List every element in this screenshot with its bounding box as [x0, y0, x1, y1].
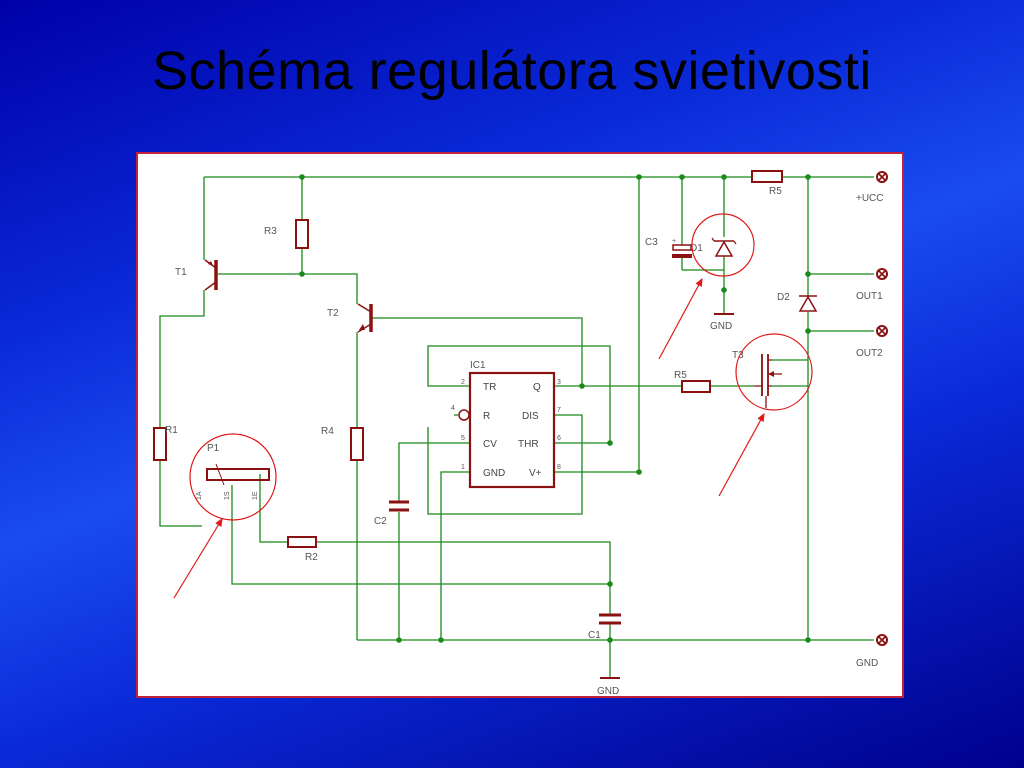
r3-label: R3	[264, 226, 277, 237]
ic1-pinnum-8: 8	[557, 464, 561, 471]
ic1-pin-dis: DIS	[522, 411, 539, 422]
resistor-r5-top: R5	[751, 170, 783, 197]
out2-label: OUT2	[856, 348, 883, 359]
resistor-r2: R2	[287, 536, 318, 563]
c3-polarity: +	[672, 238, 676, 245]
t1-label: T1	[175, 267, 187, 278]
resistor-r5-mid: R5	[674, 370, 711, 393]
ic1-pinnum-1: 1	[461, 464, 465, 471]
highlight-circle-d1	[691, 213, 755, 277]
wires	[159, 176, 874, 678]
p1-label: P1	[207, 443, 220, 454]
ic1-pin-q: Q	[533, 382, 541, 393]
ic1-reset-bubble	[458, 409, 470, 421]
ic1-pin-gnd: GND	[483, 468, 505, 479]
ic1-pinnum-5: 5	[461, 435, 465, 442]
ic1-pinnum-6: 6	[557, 435, 561, 442]
ic1-pin-vplus: V+	[529, 468, 542, 479]
terminal-gnd: GND	[856, 634, 888, 669]
capacitor-c2: C2	[374, 500, 409, 527]
r4-label: R4	[321, 426, 334, 437]
capacitor-c1: C1	[588, 613, 621, 641]
terminal-out2: OUT2	[856, 325, 888, 359]
ic1-pin-thr: THR	[518, 439, 539, 450]
slide-title: Schéma regulátora svietivosti	[152, 41, 872, 101]
junction-dots	[299, 174, 811, 643]
arrow-to-t3	[718, 412, 765, 497]
resistor-r1: R1	[153, 425, 178, 461]
c1-label: C1	[588, 630, 601, 641]
annotations	[173, 213, 813, 599]
p1-pin-1s: 1S	[224, 491, 231, 500]
gnd-terminal-label: GND	[856, 658, 878, 669]
transistor-t1: T1	[175, 259, 218, 291]
ic1-pinnum-4: 4	[451, 405, 455, 412]
r1-label: R1	[165, 425, 178, 436]
ic1-pin-tr: TR	[483, 382, 496, 393]
r2-label: R2	[305, 552, 318, 563]
terminal-vcc: +UCC	[856, 171, 888, 204]
resistor-r3: R3	[264, 219, 309, 249]
potentiometer-p1: P1 1A 1S 1E	[196, 443, 270, 500]
d1-label: D1	[690, 243, 703, 254]
vcc-label: +UCC	[856, 193, 884, 204]
arrow-to-p1	[173, 517, 223, 599]
ic1-timer: IC1 TR R CV GND Q DIS THR V+ 2 4 5 1 3 7…	[451, 360, 561, 489]
ground-c1: GND	[597, 677, 620, 696]
c1-gnd-label: GND	[597, 686, 619, 696]
diode-d1: D1	[690, 237, 737, 257]
r5-mid-label: R5	[674, 370, 687, 381]
circuit-diagram: R3 R1 R4 R2 R5 R5 T1 T2 P1	[153, 170, 888, 696]
capacitor-c3: + C3	[645, 237, 692, 258]
arrow-to-d1	[658, 277, 703, 360]
out1-label: OUT1	[856, 291, 883, 302]
schematic-panel: R3 R1 R4 R2 R5 R5 T1 T2 P1	[136, 152, 904, 698]
c3-label: C3	[645, 237, 658, 248]
transistor-t3: T3	[732, 350, 782, 408]
ic1-label: IC1	[470, 360, 486, 371]
r5-top-label: R5	[769, 186, 782, 197]
ic1-pinnum-3: 3	[557, 379, 561, 386]
t2-label: T2	[327, 308, 339, 319]
ic1-pinnum-7: 7	[557, 407, 561, 414]
d2-label: D2	[777, 292, 790, 303]
terminal-out1: OUT1	[856, 268, 888, 302]
ic1-pin-r: R	[483, 411, 490, 422]
p1-pin-1e: 1E	[252, 491, 259, 500]
c2-label: C2	[374, 516, 387, 527]
diode-d2: D2	[777, 292, 818, 312]
ic1-pin-cv: CV	[483, 439, 497, 450]
d1-gnd-label: GND	[710, 321, 732, 332]
t3-label: T3	[732, 350, 744, 361]
highlight-circle-t3	[735, 333, 813, 411]
p1-pin-1a: 1A	[196, 491, 203, 500]
transistor-t2: T2	[327, 303, 373, 333]
resistor-r4: R4	[321, 426, 364, 461]
ic1-pinnum-2: 2	[461, 379, 465, 386]
ground-d1: GND	[710, 313, 734, 332]
highlight-circle-p1	[189, 433, 277, 521]
